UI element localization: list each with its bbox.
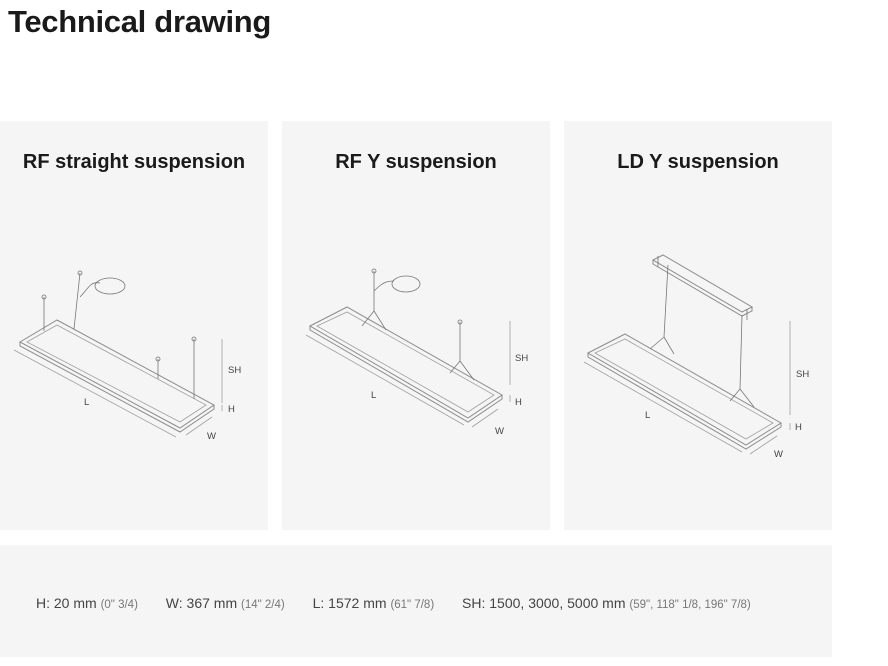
spec-length: L: 1572 mm (61" 7/8)	[312, 595, 435, 611]
label-sh: SH	[228, 365, 241, 376]
luminaire-outline	[308, 306, 503, 423]
label-h: H	[228, 404, 235, 415]
panel-title: LD Y suspension	[617, 151, 779, 173]
panel-ld-y-suspension: LD Y suspension SH H W	[564, 121, 832, 530]
luminaire-outline	[18, 319, 215, 433]
suspension-cables	[649, 264, 755, 408]
luminaire-outline	[586, 333, 782, 450]
page-title: Technical drawing	[8, 4, 272, 39]
label-h: H	[795, 422, 802, 433]
panel-rf-y-suspension: RF Y suspension SH H W L	[282, 121, 550, 530]
label-h: H	[515, 397, 522, 408]
suspension-cables	[41, 270, 197, 399]
dimension-lines	[583, 321, 791, 455]
dimension-lines	[305, 321, 511, 428]
ceiling-canopy-bar	[651, 254, 754, 320]
drawing-rf-straight-suspension: SH H W L	[13, 270, 241, 442]
panel-title: RF straight suspension	[22, 151, 246, 173]
spec-suspension-height: SH: 1500, 3000, 5000 mm (59", 118" 1/8, …	[462, 595, 751, 611]
dimensions-specs-bar: H: 20 mm (0" 3/4) W: 367 mm (14" 2/4) L:…	[0, 545, 832, 657]
label-l: L	[84, 397, 89, 408]
label-w: W	[495, 426, 504, 437]
spec-height: H: 20 mm (0" 3/4)	[36, 595, 138, 611]
panel-rf-straight-suspension: RF straight suspension SH H W L	[0, 121, 268, 530]
label-w: W	[207, 431, 216, 442]
panel-title: RF Y suspension	[335, 151, 497, 173]
label-w: W	[774, 449, 783, 460]
spec-width: W: 367 mm (14" 2/4)	[165, 595, 285, 611]
specs-row: H: 20 mm (0" 3/4) W: 367 mm (14" 2/4) L:…	[36, 595, 775, 611]
drawing-rf-y-suspension: SH H W L	[305, 268, 528, 437]
label-sh: SH	[796, 369, 809, 380]
label-l: L	[645, 410, 650, 421]
dimension-lines	[13, 339, 223, 438]
suspension-cables	[361, 268, 475, 381]
label-sh: SH	[515, 353, 528, 364]
label-l: L	[371, 390, 376, 401]
drawing-ld-y-suspension: SH H W L	[583, 254, 809, 460]
